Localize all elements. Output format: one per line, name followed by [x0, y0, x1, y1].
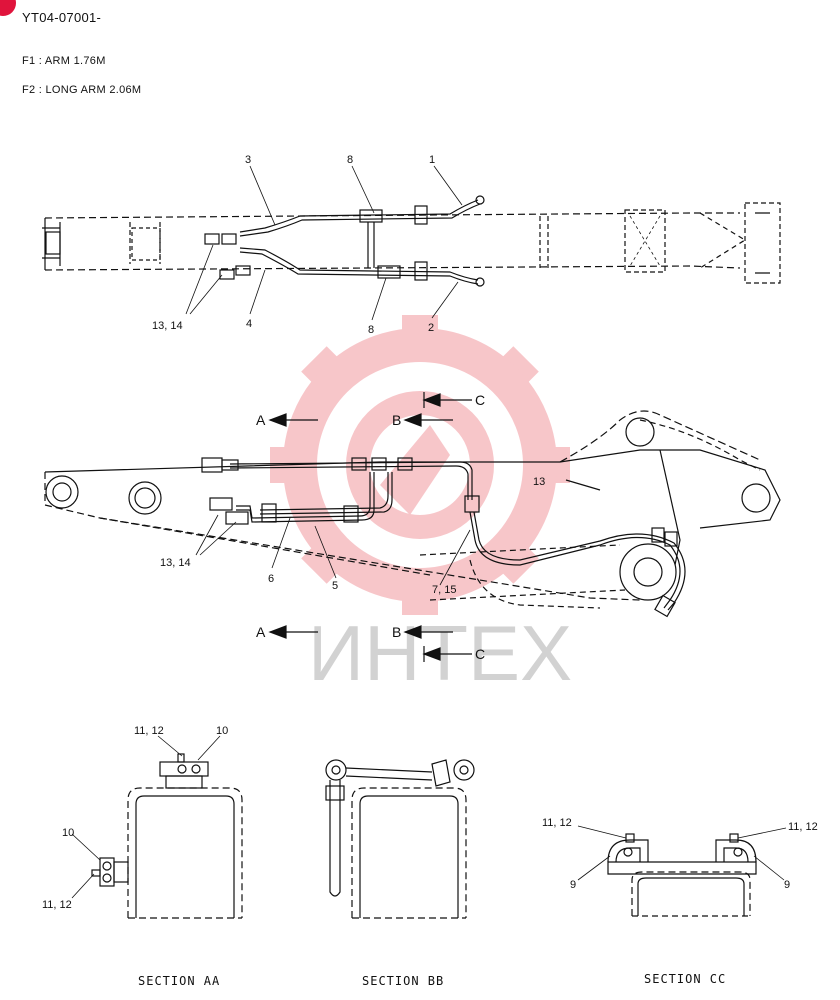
section-mark-a-top: A [256, 412, 266, 428]
cc-callout-9-left: 9 [570, 879, 576, 891]
section-mark-b-top: B [392, 412, 401, 428]
corner-marker [0, 0, 16, 16]
section-arrows [268, 392, 472, 662]
option-f1: F1 : ARM 1.76M [22, 55, 106, 67]
callout-8-bottom: 8 [368, 324, 374, 336]
callout-13-faint: 13 [533, 476, 545, 488]
aa-callout-10-top: 10 [216, 725, 228, 737]
aa-callout-11-12-top: 11, 12 [134, 725, 164, 737]
document-code: YT04-07001- [22, 10, 102, 25]
callout-5: 5 [332, 580, 338, 592]
callout-1: 1 [429, 154, 435, 166]
callout-2: 2 [428, 322, 434, 334]
watermark-logo [270, 315, 570, 615]
cc-callout-11-12-left: 11, 12 [542, 817, 572, 829]
section-aa-title: SECTION AA [138, 974, 220, 988]
callout-13-14-side: 13, 14 [160, 557, 191, 569]
arm-top-view [42, 202, 781, 284]
callout-4: 4 [246, 318, 252, 330]
section-aa-leaders [71, 735, 221, 899]
side-view-leaders [195, 514, 471, 586]
callout-6: 6 [268, 573, 274, 585]
section-bb-title: SECTION BB [362, 974, 444, 988]
top-view-leaders [185, 165, 463, 321]
callout-13-14-top: 13, 14 [152, 320, 183, 332]
arm-side-view [44, 410, 781, 609]
section-mark-b-bottom: B [392, 624, 401, 640]
section-cc-leaders [577, 825, 787, 881]
callout-7-15: 7, 15 [432, 584, 456, 596]
cc-callout-9-right: 9 [784, 879, 790, 891]
callout-8-top: 8 [347, 154, 353, 166]
side-view-pipes [201, 457, 686, 618]
top-view-pipes [204, 195, 485, 287]
section-cc-drawing [607, 833, 757, 917]
section-mark-c-top: C [475, 392, 485, 408]
option-f2: F2 : LONG ARM 2.06M [22, 84, 142, 96]
section-cc-title: SECTION CC [644, 972, 726, 986]
section-aa-drawing [91, 753, 243, 919]
section-mark-c-bottom: C [475, 646, 485, 662]
cc-callout-11-12-right: 11, 12 [788, 821, 818, 833]
aa-callout-11-12-side: 11, 12 [42, 899, 72, 911]
section-bb-drawing [325, 759, 475, 919]
aa-callout-10-side: 10 [62, 827, 74, 839]
callout-3: 3 [245, 154, 251, 166]
section-mark-a-bottom: A [256, 624, 266, 640]
